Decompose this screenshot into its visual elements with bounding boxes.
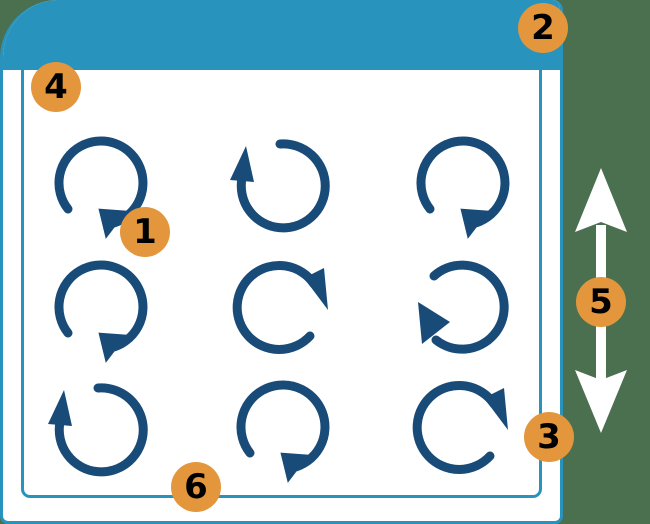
grid-icon-r2c1[interactable] [59,265,143,363]
badge-5: 5 [576,277,626,327]
grid-icon-r3c2[interactable] [241,385,325,483]
badge-2: 2 [518,3,568,53]
badge-2-label: 2 [531,8,555,48]
grid-icon-r2c3[interactable] [418,265,504,349]
grid-icon-r1c2[interactable] [230,144,325,228]
badge-4-label: 4 [44,67,68,107]
title-bar[interactable] [3,0,560,70]
badge-5-label: 5 [589,282,613,322]
badge-6-label: 6 [184,467,208,507]
badge-3: 3 [524,412,574,462]
grid-icon-r3c3[interactable] [417,385,508,469]
grid-icon-r1c3[interactable] [421,141,505,239]
badge-3-label: 3 [537,417,561,457]
grid-icon-r2c2[interactable] [237,265,328,349]
grid-icon-r3c1[interactable] [48,388,143,472]
badge-1: 1 [120,207,170,257]
badge-4: 4 [31,62,81,112]
badge-6: 6 [171,462,221,512]
badge-1-label: 1 [133,212,157,252]
